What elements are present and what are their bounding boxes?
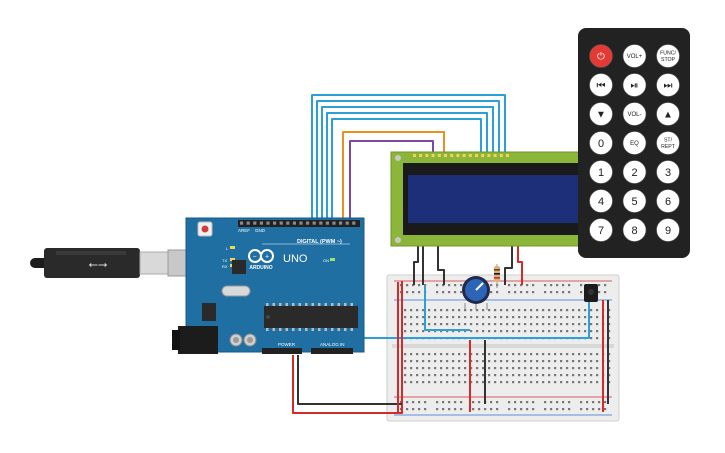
on-led-label: ON <box>323 258 329 263</box>
usb-icon: ⭠⭢ <box>88 257 108 271</box>
prev-button[interactable]: ⏮ <box>589 73 613 97</box>
wire-red-5v <box>292 281 403 414</box>
func-stop-button[interactable]: FUNC/STOP <box>656 44 680 68</box>
digital-label: DIGITAL (PWM ~) <box>297 239 342 245</box>
down-button[interactable]: ▼ <box>589 102 613 126</box>
svg-text:+: + <box>265 254 269 261</box>
digit-1-button[interactable]: 1 <box>589 160 613 184</box>
remote-button-label: 1 <box>598 167 604 179</box>
ir-remote: ⏻ VOL+ FUNC/STOP ⏮ ⏯ ⏭ ▼ VOL- ▲ 0 EQ ST/REPT 1 2 3 4 5 6 7… <box>578 28 690 258</box>
remote-button-label: ⏯ <box>631 81 639 92</box>
svg-text:−: − <box>252 254 256 261</box>
digit-3-button[interactable]: 3 <box>656 160 680 184</box>
digit-4-button[interactable]: 4 <box>589 189 613 213</box>
remote-button-label: 5 <box>631 196 637 208</box>
remote-button-label: ⏻ <box>597 52 605 63</box>
lcd-screen <box>408 175 591 223</box>
remote-button-label: VOL+ <box>627 54 643 60</box>
wire-lcd-v0 <box>437 246 445 285</box>
tx-led-label: TX <box>222 258 227 263</box>
wire-orange <box>342 131 445 218</box>
wires <box>292 94 609 414</box>
wire-blue-4 <box>326 112 488 218</box>
wire-lcd-led <box>504 246 513 285</box>
wire-blue-5 <box>331 118 482 218</box>
wire-blue-2 <box>316 100 500 218</box>
remote-button-label: ▲ <box>663 110 673 121</box>
arduino-logo-icon: − + <box>248 249 274 263</box>
remote-button-label: 0 <box>598 138 604 150</box>
next-button[interactable]: ⏭ <box>656 73 680 97</box>
remote-button-label: STOP <box>661 57 676 63</box>
wire-black-gnd <box>297 355 402 405</box>
reset-button[interactable] <box>201 225 209 233</box>
play-pause-button[interactable]: ⏯ <box>622 73 647 97</box>
remote-button-label: FUNC/ <box>660 51 676 57</box>
digit-9-button[interactable]: 9 <box>656 218 680 242</box>
arduino-uno-board[interactable]: AREF GND DIGITAL (PWM ~) − + ARDUINO UNO… <box>172 217 365 354</box>
usb-cable: ⭠⭢ <box>30 248 201 278</box>
l-led-label: L <box>226 246 229 251</box>
remote-button-label: 7 <box>598 225 604 237</box>
digit-2-button[interactable]: 2 <box>622 160 647 184</box>
digit-7-button[interactable]: 7 <box>589 218 613 242</box>
wire-purple <box>349 140 434 218</box>
digit-0-button[interactable]: 0 <box>589 131 613 155</box>
aref-label: AREF <box>238 228 250 233</box>
rx-led-label: RX <box>222 264 228 269</box>
model-label: UNO <box>283 253 308 265</box>
breadboard <box>386 274 620 422</box>
remote-button-label: REPT <box>661 144 676 150</box>
wire-lcd-gnd <box>413 246 419 285</box>
wire-blue-1 <box>311 94 506 218</box>
digit-6-button[interactable]: 6 <box>656 189 680 213</box>
remote-button-label: 9 <box>665 225 671 237</box>
wire-blue-3 <box>321 106 494 218</box>
gnd-label: GND <box>255 228 266 233</box>
potentiometer[interactable] <box>462 276 490 310</box>
power-label: POWER <box>278 342 296 347</box>
up-button[interactable]: ▲ <box>656 102 680 126</box>
power-button[interactable]: ⏻ <box>589 44 613 68</box>
remote-button-label: ⏮ <box>597 81 606 92</box>
eq-button[interactable]: EQ <box>622 131 647 155</box>
resistor <box>494 264 500 288</box>
arduino-logo-text: ARDUINO <box>249 265 272 271</box>
remote-button-label: 6 <box>665 196 671 208</box>
vol-down-button[interactable]: VOL- <box>622 102 647 126</box>
lcd-display <box>390 151 592 247</box>
remote-button-label: 2 <box>631 167 637 179</box>
digit-8-button[interactable]: 8 <box>622 218 647 242</box>
remote-button-label: EQ <box>630 141 639 147</box>
wire-blue-ir-2 <box>424 285 470 331</box>
wire-lcd-led2 <box>517 246 523 285</box>
st-rept-button[interactable]: ST/REPT <box>656 131 680 155</box>
remote-button-label: ▼ <box>596 110 606 121</box>
remote-button-label: ST/ <box>664 138 673 144</box>
digit-5-button[interactable]: 5 <box>622 189 647 213</box>
remote-button-label: 4 <box>598 196 604 208</box>
remote-button-label: 3 <box>665 167 671 179</box>
ir-receiver <box>584 284 598 302</box>
remote-button-label: ⏭ <box>664 81 673 92</box>
vol-up-button[interactable]: VOL+ <box>622 44 647 68</box>
remote-button-label: 8 <box>631 225 637 237</box>
analog-label: ANALOG IN <box>320 342 345 347</box>
remote-button-label: VOL- <box>627 112 641 118</box>
